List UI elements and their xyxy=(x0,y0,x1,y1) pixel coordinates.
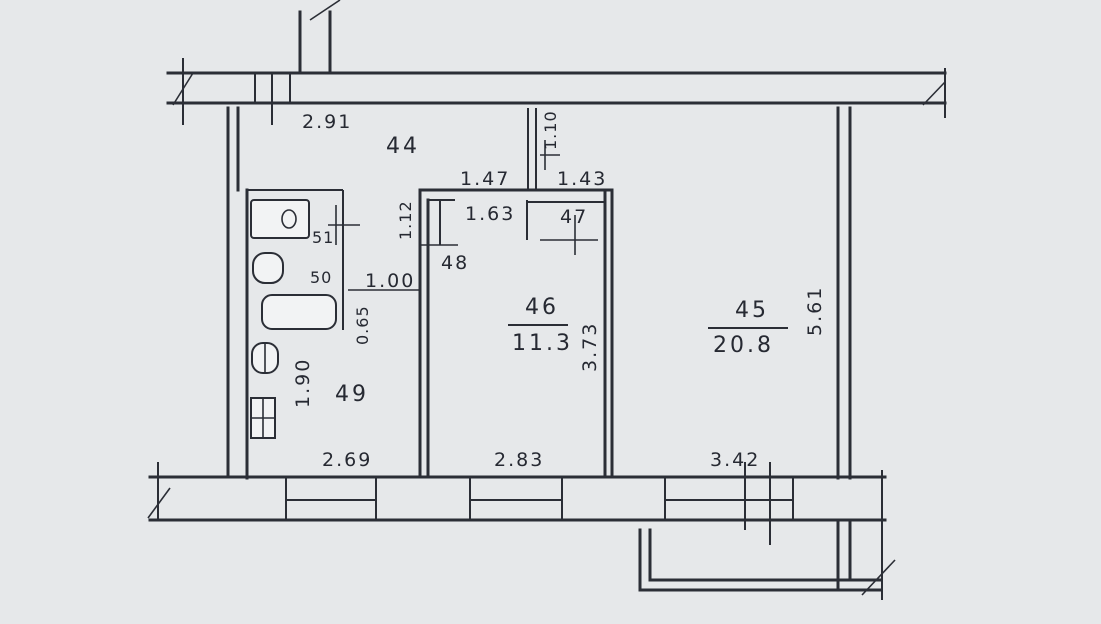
exterior-wall-bottom xyxy=(147,462,887,545)
room-51-number: 51 xyxy=(312,228,335,247)
exterior-wall-top xyxy=(166,0,947,125)
room-45-divider xyxy=(708,327,788,329)
room-44-number: 44 xyxy=(386,134,420,159)
dim-corridor: 1.63 xyxy=(465,203,516,225)
dim-bath-vertical: 1.12 xyxy=(396,200,415,240)
dim-bottom-mid: 2.83 xyxy=(494,449,545,471)
dim-bath-width: 1.00 xyxy=(365,270,416,292)
room-49-number: 49 xyxy=(335,382,369,407)
room-46-area: 11.3 xyxy=(512,331,573,356)
bathtub-upper xyxy=(250,199,310,239)
room-45-number: 45 xyxy=(735,298,769,323)
bath-fixtures xyxy=(250,199,337,439)
dim-top-mid-vertical: 1.10 xyxy=(541,110,560,150)
dim-bath-small-vertical: 0.65 xyxy=(353,305,372,345)
exterior-wall-sides xyxy=(226,106,852,480)
bathtub-lower xyxy=(261,294,337,330)
balcony xyxy=(638,470,896,600)
room-46-number: 46 xyxy=(525,295,559,320)
dim-kitchen-vertical: 1.90 xyxy=(292,357,314,408)
sink xyxy=(252,252,284,284)
dim-bottom-right: 3.42 xyxy=(710,449,761,471)
room-50-number: 50 xyxy=(310,268,333,287)
dim-top-left: 2.91 xyxy=(302,111,353,133)
dim-mid-right: 1.43 xyxy=(557,168,608,190)
dim-room45-vertical: 5.61 xyxy=(804,285,826,336)
room-47-number: 47 xyxy=(560,206,589,228)
room-46-divider xyxy=(508,324,568,326)
dim-bottom-left: 2.69 xyxy=(322,449,373,471)
dim-room46-vertical: 3.73 xyxy=(579,321,601,372)
dim-mid-left: 1.47 xyxy=(460,168,511,190)
room-48-number: 48 xyxy=(441,252,470,274)
interior-walls xyxy=(245,108,614,480)
room-45-area: 20.8 xyxy=(713,333,774,358)
